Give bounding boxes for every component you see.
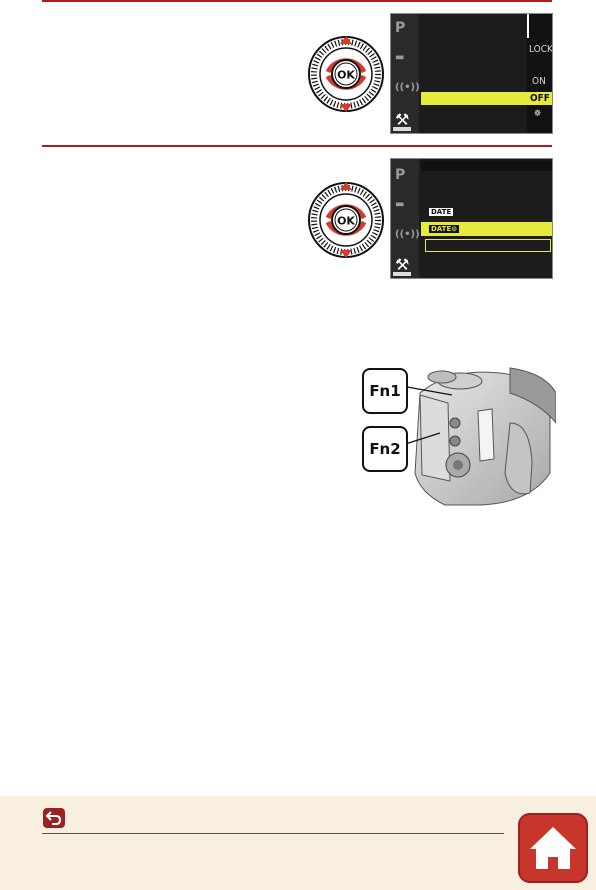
wireless-icon-2: ((•)): [395, 229, 420, 240]
footer-band: [0, 796, 596, 890]
wrench-icon: ⚒: [395, 110, 410, 129]
scroll-indicator: [393, 127, 411, 131]
back-button[interactable]: [43, 808, 65, 828]
shooting-menu-icon-2: P: [395, 167, 406, 183]
fn1-button-label: Fn1: [362, 368, 408, 414]
ok-label-2: OK: [337, 215, 355, 228]
fn2-button-label: Fn2: [362, 426, 408, 472]
camera-menu-screen-1: P ▬ ((•)) ⚒ LOCK ON OFF ☸: [390, 13, 553, 134]
option-date-time: DATE⊙: [429, 225, 460, 233]
option-off-frame: [425, 239, 551, 252]
wireless-icon: ((•)): [395, 82, 420, 93]
option-date: DATE: [429, 208, 454, 216]
shooting-menu-icon: P: [395, 20, 406, 36]
back-arrow-icon: [45, 811, 62, 825]
selected-row-highlight: [421, 92, 552, 105]
multi-selector-dial-icon-2: OK: [308, 182, 384, 258]
home-button[interactable]: [518, 813, 588, 883]
section-divider-top: [42, 0, 552, 2]
section-divider-middle: [42, 145, 552, 147]
footer-rule: [42, 833, 504, 834]
camera-menu-screen-2: P ▬ ((•)) ⚒ DATE DATE⊙: [390, 158, 553, 279]
camera-illustration: [395, 367, 556, 506]
option-icon: ☸: [534, 109, 542, 119]
option-off: OFF: [530, 93, 550, 104]
ok-label: OK: [337, 69, 355, 82]
scroll-indicator-2: [393, 272, 411, 276]
movie-icon-2: ▬: [395, 199, 405, 210]
home-icon: [530, 827, 576, 869]
wrench-icon-2: ⚒: [395, 255, 410, 274]
option-lock: LOCK: [529, 44, 553, 55]
movie-icon: ▬: [395, 52, 405, 63]
multi-selector-dial-icon: OK: [308, 36, 384, 112]
option-on: ON: [532, 76, 546, 87]
